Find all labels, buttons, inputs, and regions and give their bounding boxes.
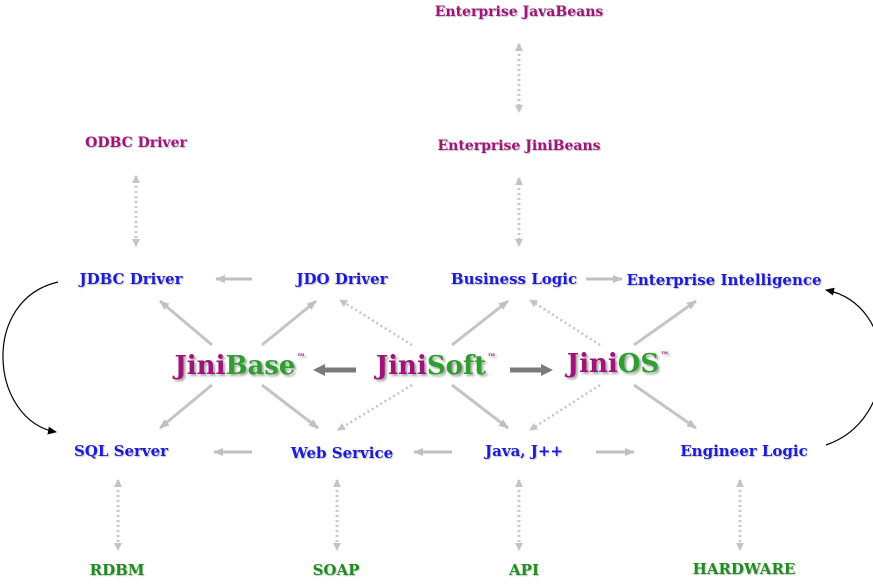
arrow-jinisoft-jdo	[339, 298, 413, 347]
arrow-jinisoft-web	[337, 383, 413, 432]
arrow-jinibase-sql	[159, 383, 213, 430]
brand-jinibase-suffix: Base	[225, 351, 296, 381]
brand-jinios-tm: ™	[660, 351, 670, 361]
arrow-jinios-engineer	[633, 383, 697, 430]
node-hardware: HARDWARE	[692, 560, 796, 578]
arrow-jinibase-jdbc	[159, 299, 213, 347]
brand-jinibase: JiniBase™	[175, 351, 306, 381]
node-soap: SOAP	[312, 561, 360, 579]
arrow-jinibase-web	[261, 383, 319, 430]
node-jdo-driver: JDO Driver	[296, 270, 388, 288]
node-enterprise-javabeans: Enterprise JavaBeans	[434, 4, 604, 20]
brand-jinisoft-tm: ™	[487, 353, 497, 363]
arrow-jinios-business	[529, 298, 601, 347]
node-rdbm: RDBM	[89, 561, 145, 579]
node-enterprise-jinibeans: Enterprise JiniBeans	[437, 138, 601, 154]
arrow-jinisoft-business	[451, 299, 509, 347]
arrow-jinisoft-java	[451, 383, 509, 430]
brand-jinibase-prefix: Jini	[174, 351, 226, 381]
node-business-logic: Business Logic	[450, 270, 578, 288]
arrow-curve-engineer-intelligence	[825, 287, 873, 446]
arrow-curve-jdbc-sql	[2, 281, 59, 435]
node-jdbc-driver: JDBC Driver	[79, 270, 183, 288]
node-enterprise-intelligence: Enterprise Intelligence	[626, 271, 822, 289]
node-sql-server: SQL Server	[73, 442, 169, 460]
arrow-jinibase-jdo	[261, 299, 317, 347]
brand-jinios-prefix: Jini	[566, 349, 618, 379]
brand-jinios: JiniOS™	[567, 349, 669, 379]
node-java-jpp: Java, J++	[485, 442, 563, 460]
node-engineer-logic: Engineer Logic	[680, 442, 808, 460]
arrow-jinios-java	[529, 383, 601, 432]
node-web-service: Web Service	[290, 444, 394, 462]
brand-jinisoft-suffix: Soft	[426, 351, 487, 381]
brand-jinibase-tm: ™	[296, 353, 306, 363]
brand-jinisoft-prefix: Jini	[375, 351, 427, 381]
arrow-jinios-intelligence	[633, 299, 697, 347]
node-api: API	[509, 561, 539, 579]
brand-jinisoft: JiniSoft™	[376, 351, 496, 381]
brand-jinios-suffix: OS	[617, 349, 660, 379]
node-odbc-driver: ODBC Driver	[85, 135, 187, 151]
